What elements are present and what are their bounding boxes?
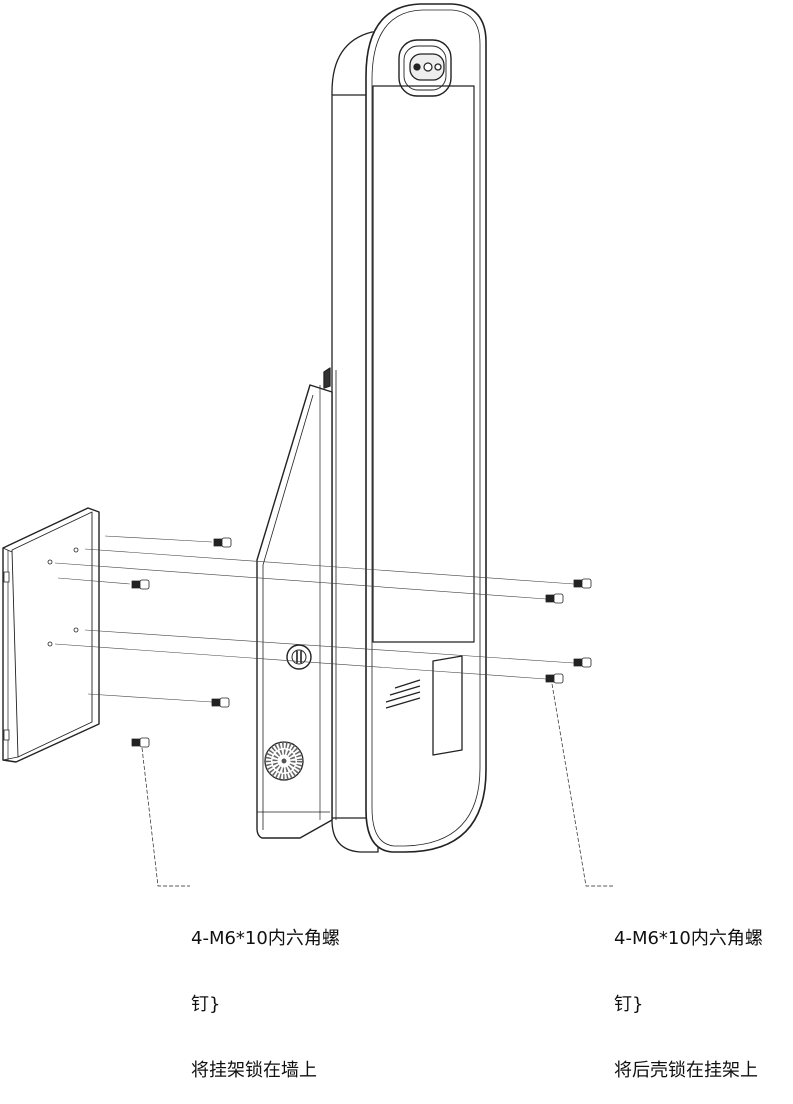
leader-line-left <box>141 747 190 887</box>
screw-icon <box>573 657 592 668</box>
camera-lens-icon <box>434 63 442 71</box>
screw-icon <box>573 578 592 589</box>
callout-left-line-3: 将挂架锁在墙上 <box>191 1060 317 1081</box>
speaker-grille-icon <box>264 741 304 781</box>
screw-icon <box>131 579 150 590</box>
screw-icon <box>131 737 150 748</box>
camera-lens-icon <box>423 62 433 72</box>
callout-right-line-1: 4-M6*10内六角螺 <box>614 928 763 949</box>
callout-right-screws: 4-M6*10内六角螺 钉} 将后壳锁在挂架上 <box>614 884 763 1104</box>
screw-icon <box>211 697 230 708</box>
callout-left-line-1: 4-M6*10内六角螺 <box>191 928 340 949</box>
wall-mount-plate <box>2 507 100 763</box>
display-screen <box>372 85 475 643</box>
leader-line-right <box>551 683 613 887</box>
callout-left-line-2: 钉} <box>191 994 221 1015</box>
kiosk-terminal <box>256 3 487 853</box>
screw-icon <box>545 673 564 684</box>
card-slot <box>385 679 421 709</box>
camera-module <box>398 39 452 97</box>
screw-icon <box>213 537 232 548</box>
callout-right-line-3: 将后壳锁在挂架上 <box>614 1060 758 1081</box>
lock-icon <box>286 644 312 670</box>
exploded-installation-diagram <box>2 3 613 887</box>
callout-right-line-2: 钉} <box>614 994 644 1015</box>
callout-left-screws: 4-M6*10内六角螺 钉} 将挂架锁在墙上 <box>191 884 340 1104</box>
scanner-window <box>432 655 463 756</box>
camera-lens-icon <box>413 63 421 71</box>
alignment-lines <box>54 535 575 703</box>
rear-housing <box>256 367 333 839</box>
screw-icon <box>545 593 564 604</box>
